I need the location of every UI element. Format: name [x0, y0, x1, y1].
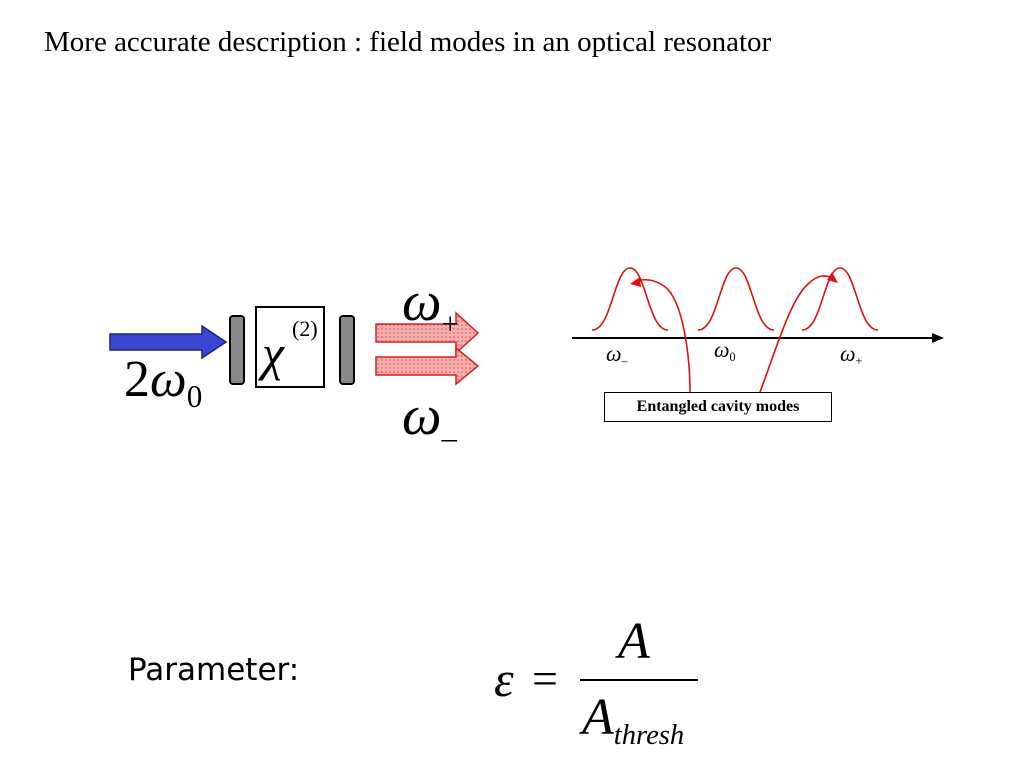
- entangled-modes-box: Entangled cavity modes: [604, 392, 832, 422]
- slide-title: More accurate description : field modes …: [44, 26, 772, 58]
- fraction-numerator: A: [618, 613, 650, 670]
- crystal-box: [255, 306, 325, 388]
- pump-arrow: [109, 324, 228, 360]
- mode-label-minus-omega: ω: [606, 341, 622, 366]
- mode-label-zero: ω0: [714, 337, 736, 365]
- equals-sign: =: [532, 653, 558, 704]
- signal-frequency-label: ω+: [402, 271, 459, 339]
- mode-label-plus-omega: ω: [840, 341, 856, 366]
- idler-omega: ω: [402, 385, 442, 447]
- connector-minus: [634, 279, 691, 393]
- connector-plus: [759, 275, 835, 393]
- connector-minus-arrowhead: [630, 277, 641, 287]
- parameter-label: Parameter:: [128, 652, 300, 688]
- mode-label-zero-omega: ω: [714, 337, 730, 362]
- mode-label-zero-sub: 0: [729, 350, 736, 365]
- denominator-sub: thresh: [613, 720, 685, 751]
- mode-peak-plus: [801, 267, 879, 331]
- signal-beam-arrow: [375, 311, 480, 355]
- connector-plus-arrowhead: [827, 272, 838, 283]
- denominator-symbol: A: [582, 689, 614, 746]
- idler-sub: –: [441, 420, 457, 455]
- mode-label-minus-sub: –: [621, 354, 628, 369]
- mode-peak-minus: [591, 267, 669, 331]
- signal-sub: +: [441, 306, 459, 341]
- epsilon-symbol: ε: [494, 651, 514, 707]
- frequency-axis-arrowhead: [932, 333, 944, 343]
- mode-label-plus: ω+: [840, 341, 863, 369]
- right-mirror: [339, 315, 355, 385]
- chi-order: (2): [292, 316, 318, 341]
- fraction-denominator: Athresh: [582, 689, 684, 750]
- mode-label-minus: ω–: [606, 341, 628, 369]
- pump-omega: ω: [150, 351, 187, 408]
- pump-sub: 0: [186, 378, 203, 414]
- left-mirror: [229, 315, 245, 385]
- signal-omega: ω: [402, 271, 442, 333]
- pump-frequency-label: 2ω0: [124, 351, 202, 413]
- chi-symbol: χ: [262, 325, 284, 381]
- mode-peak-zero: [697, 267, 775, 331]
- idler-frequency-label: ω–: [402, 385, 457, 453]
- mode-label-plus-sub: +: [855, 354, 863, 369]
- pump-coeff: 2: [124, 351, 150, 408]
- idler-beam-arrow: [375, 346, 480, 386]
- fraction-line: [580, 679, 698, 681]
